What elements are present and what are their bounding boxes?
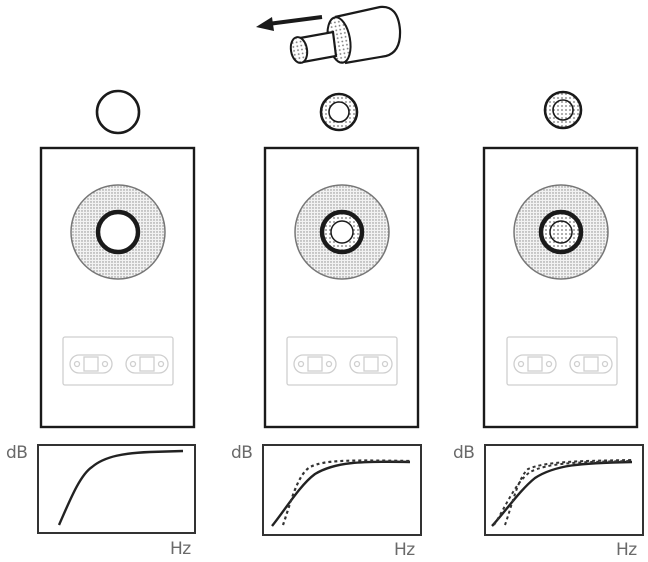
x-axis-label: Hz [170, 539, 191, 559]
curve-solid [57, 449, 184, 526]
port-full-plug-icon [543, 90, 583, 130]
terminal-plate-icon [62, 336, 174, 386]
arrow-left-icon [256, 15, 323, 31]
curve-dashed [281, 459, 411, 526]
port-ring-insert-icon [319, 92, 359, 132]
curve-dashed [493, 460, 633, 526]
response-graph-open-port [37, 444, 196, 534]
terminal-plate-icon [506, 336, 618, 386]
port-open-icon [95, 89, 141, 135]
y-axis-label: dB [6, 443, 28, 463]
terminal-plate-icon [286, 336, 398, 386]
response-graph-full-plug [484, 444, 644, 536]
x-axis-label: Hz [394, 540, 415, 560]
response-graph-ring-insert [262, 444, 422, 536]
foam-plug-illustration [256, 5, 402, 65]
speaker-ring-insert [263, 146, 420, 429]
speaker-full-plug [482, 146, 639, 429]
speaker-open-port [39, 146, 196, 429]
bass-port-icon [95, 209, 141, 255]
curve-solid [491, 460, 633, 527]
curve-solid [271, 460, 411, 527]
x-axis-label: Hz [616, 540, 637, 560]
y-axis-label: dB [453, 443, 475, 463]
y-axis-label: dB [231, 443, 253, 463]
